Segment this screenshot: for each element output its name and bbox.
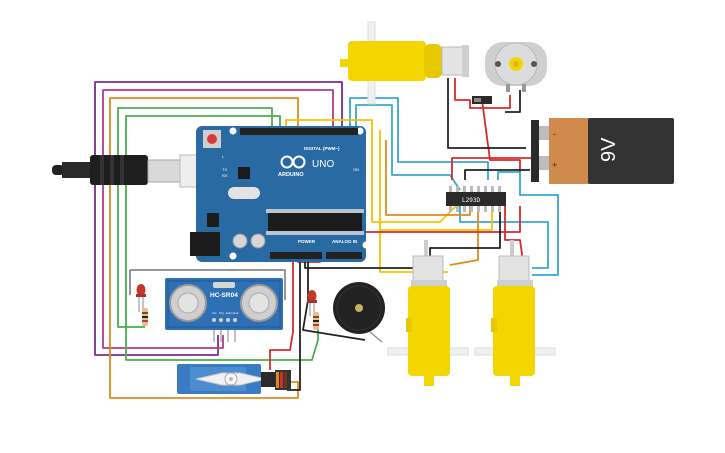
atmega-chip: [268, 213, 362, 231]
wire-cyan-3: [497, 171, 559, 276]
analog-header: [326, 252, 362, 259]
digital-header-label: DIGITAL (PWM~): [304, 146, 340, 151]
gear-motor-right[interactable]: [474, 240, 556, 386]
dc-motor[interactable]: [485, 42, 547, 92]
power-label: POWER: [298, 239, 316, 244]
wire-black-4: [302, 262, 366, 341]
battery-voltage: 9V: [598, 137, 620, 162]
gear-motor-top[interactable]: [340, 21, 469, 105]
digital-header: [240, 128, 358, 135]
wire-cyan-4: [459, 206, 549, 269]
pin-rx-label: RX: [222, 173, 228, 178]
battery-minus: -: [553, 129, 556, 139]
on-label: ON: [353, 167, 359, 172]
led-left[interactable]: [136, 284, 146, 312]
wire-red-2: [454, 78, 511, 109]
wire-black-2: [447, 78, 526, 149]
arduino-logo: [280, 155, 306, 169]
wire-orange-3: [449, 206, 479, 266]
wire-black-5: [287, 258, 301, 391]
piezo-buzzer[interactable]: [333, 282, 385, 343]
wire-cyan-1: [349, 97, 489, 180]
resistor-left[interactable]: [142, 308, 148, 326]
servo-motor[interactable]: [177, 364, 291, 394]
pin-tx-label: TX: [222, 167, 227, 172]
arduino-model: UNO: [312, 159, 334, 170]
wire-yellow-1: [285, 119, 457, 223]
ultrasonic-sensor[interactable]: HC-SR04 Vcc Trig Echo Gnd: [165, 278, 283, 342]
usb-cable: [52, 154, 221, 188]
power-header: [270, 252, 322, 259]
ultrasonic-model: HC-SR04: [210, 292, 238, 299]
wires: [94, 78, 559, 399]
arduino-uno[interactable]: ARDUINO UNO DIGITAL (PWM~) POWER ANALOG …: [190, 126, 370, 262]
wire-gray-1: [130, 269, 286, 300]
dc-jack: [190, 232, 220, 256]
wire-yellow-2: [379, 130, 493, 231]
battery-plus: +: [552, 160, 557, 170]
resistor-right[interactable]: [313, 312, 319, 330]
analog-label: ANALOG IN: [332, 239, 357, 244]
wire-green-2: [125, 115, 319, 361]
us-pin-echo: Echo: [226, 311, 233, 315]
wire-purple: [94, 81, 343, 356]
pin-l-label: L: [222, 154, 225, 159]
us-pin-vcc: Vcc: [212, 311, 217, 315]
wire-black-6: [464, 169, 530, 180]
us-pin-trig: Trig: [219, 311, 224, 315]
gear-motor-left[interactable]: [387, 240, 469, 386]
wire-red-5: [269, 262, 294, 370]
us-pin-gnd: Gnd: [233, 311, 239, 315]
wire-green-1: [117, 107, 273, 328]
wire-red-3: [481, 99, 521, 172]
l293d-driver[interactable]: L293D: [446, 186, 506, 212]
wire-magenta: [102, 89, 334, 349]
battery-9v[interactable]: - + 9V: [531, 118, 674, 184]
arduino-brand: ARDUINO: [278, 172, 304, 178]
wire-black-3: [505, 90, 521, 113]
slide-switch[interactable]: [472, 96, 492, 104]
wire-orange-servo: [109, 97, 299, 399]
driver-model: L293D: [462, 197, 480, 204]
